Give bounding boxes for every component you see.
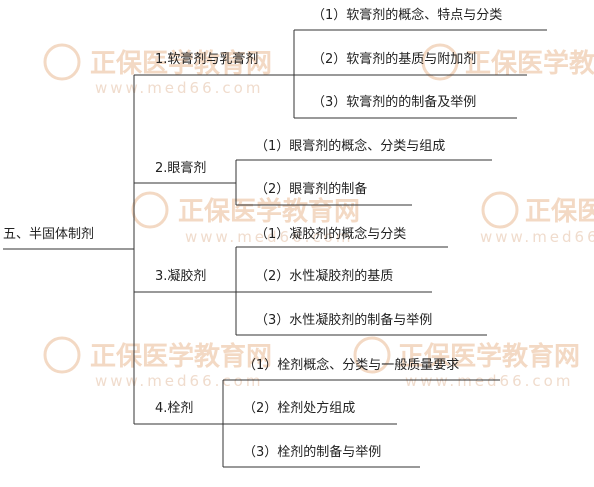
watermark-url-6: www.med66.com	[405, 372, 573, 390]
watermark-6: 正保医学教育网 www.med66.com	[353, 336, 580, 390]
watermark-url-5: www.med66.com	[95, 372, 263, 390]
watermark-url-3: www.med66.com	[185, 228, 353, 246]
branch-2-item-2: （2）眼膏剂的制备	[255, 181, 367, 197]
watermark-5: 正保医学教育网 www.med66.com	[43, 336, 272, 390]
branch-1-item-3: （3）软膏剂的的制备及举例	[312, 94, 476, 110]
branch-4-item-3: （3）栓剂的制备与举例	[243, 444, 381, 460]
watermark-brand-1: 正保医学教育网	[90, 48, 272, 79]
branch-3-item-2: （2）水性凝胶剂的基质	[255, 268, 393, 284]
watermark-brand-4: 正保医学教育网	[525, 196, 594, 227]
watermark-brand-6: 正保医学教育网	[398, 341, 580, 372]
root-label: 五、半固体制剂	[3, 227, 94, 242]
branch-4-label: 4.栓剂	[155, 401, 193, 416]
branch-3-label: 3.凝胶剂	[155, 268, 206, 284]
branch-3-item-3: （3）水性凝胶剂的制备与举例	[255, 312, 432, 328]
branch-1-item-1: （1）软膏剂的概念、特点与分类	[312, 7, 502, 23]
branch-3-item-1: （1）凝胶剂的概念与分类	[255, 226, 406, 242]
watermark-brand-5: 正保医学教育网	[90, 341, 272, 372]
branch-1: 1.软膏剂与乳膏剂 （1）软膏剂的概念、特点与分类 （2）软膏剂的基质与附加剂 …	[134, 7, 547, 119]
watermark-url-1: www.med66.com	[95, 79, 263, 97]
watermark-brand-3: 正保医学教育网	[178, 196, 360, 227]
branch-3: 3.凝胶剂 （1）凝胶剂的概念与分类 （2）水性凝胶剂的基质 （3）水性凝胶剂的…	[134, 226, 487, 336]
watermark-3: 正保医学教育网 www.med66.com	[131, 191, 360, 246]
watermark-2: 正保医学教育网	[421, 43, 594, 81]
branch-2: 2.眼膏剂 （1）眼膏剂的概念、分类与组成 （2）眼膏剂的制备	[134, 138, 492, 206]
branch-4: 4.栓剂 （1）栓剂概念、分类与一般质量要求 （2）栓剂处方组成 （3）栓剂的制…	[134, 357, 500, 468]
watermark-1: 正保医学教育网 www.med66.com	[43, 43, 272, 97]
watermark-url-4: www.med66.com	[480, 228, 594, 246]
branch-4-item-1: （1）栓剂概念、分类与一般质量要求	[243, 357, 459, 373]
branch-1-item-2: （2）软膏剂的基质与附加剂	[312, 51, 476, 67]
watermark-layer: 正保医学教育网 www.med66.com 正保医学教育网 正保医学教育网 ww…	[43, 43, 594, 390]
branch-4-item-2: （2）栓剂处方组成	[243, 400, 355, 416]
branch-2-label: 2.眼膏剂	[155, 160, 206, 176]
watermark-brand-2: 正保医学教育网	[465, 48, 594, 79]
watermark-4: 正保医学教育网 www.med66.com	[480, 191, 594, 246]
branch-1-label: 1.软膏剂与乳膏剂	[155, 51, 258, 67]
branch-2-item-1: （1）眼膏剂的概念、分类与组成	[255, 138, 445, 154]
